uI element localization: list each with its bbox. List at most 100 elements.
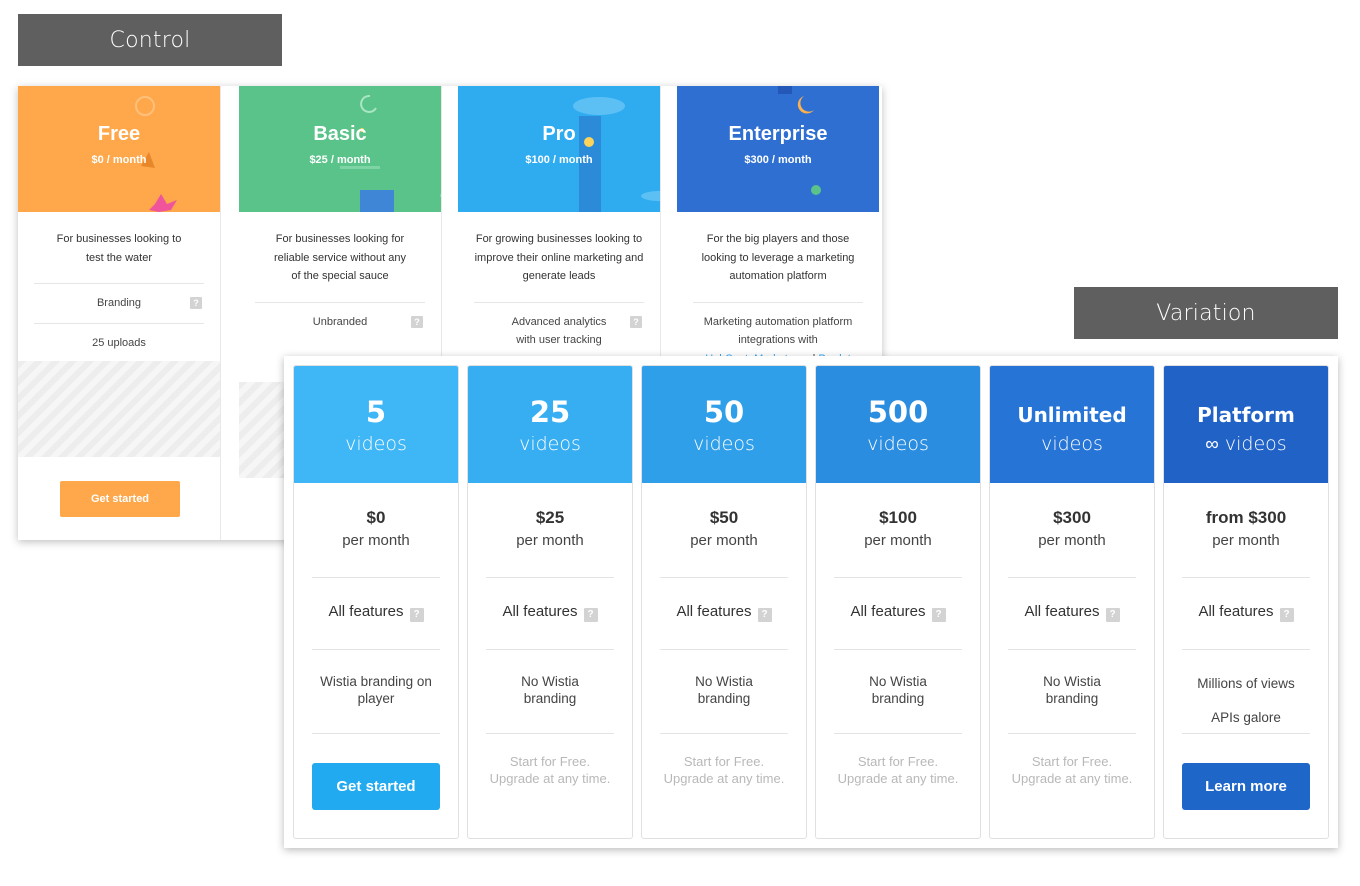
help-icon[interactable]: ? — [583, 608, 598, 622]
branding-note: No Wistia branding — [869, 674, 927, 706]
apis-galore: APIs galore — [1211, 710, 1281, 725]
divider — [474, 301, 644, 303]
price-amount: $25 — [535, 508, 565, 527]
divider — [34, 283, 204, 284]
variation-pricing-table: 5 videos $0 per month All features? Wist… — [284, 356, 1338, 848]
plan-unit: ∞ videos — [1205, 433, 1287, 455]
feature-label: All features — [1024, 603, 1100, 620]
feature-label: Branding — [96, 297, 142, 309]
divider — [312, 577, 440, 578]
plan-header: Platform ∞ videos — [1164, 366, 1328, 483]
plan-header-free: Free $0 / month — [18, 86, 220, 212]
branding-note: No Wistia branding — [1043, 674, 1101, 706]
decorative-shapes-icon — [573, 97, 660, 212]
plan-unit: videos — [345, 433, 407, 455]
branding-note: No Wistia branding — [695, 674, 753, 706]
plan-name: Enterprise — [728, 123, 828, 145]
divider — [255, 301, 425, 303]
price-amount: $300 — [1053, 508, 1091, 527]
divider — [486, 577, 614, 578]
column-separator — [441, 86, 442, 540]
price-period: per month — [516, 532, 584, 549]
plan-name: Basic — [313, 123, 367, 145]
feature-branding: Branding ? — [18, 284, 220, 313]
plan-price: $0 per month — [294, 483, 458, 553]
plan-header-pro: Pro $100 / month — [458, 86, 660, 212]
plan-unit: videos — [693, 433, 755, 455]
plan-price: $0 / month — [91, 154, 147, 166]
plan-description: For the big players and those looking to… — [701, 233, 855, 282]
price-amount: from $300 — [1205, 508, 1287, 527]
divider — [1182, 733, 1310, 734]
plan-price: $25 per month — [468, 483, 632, 553]
divider — [834, 649, 962, 650]
divider — [1008, 733, 1136, 734]
help-icon[interactable]: ? — [411, 315, 423, 328]
feature-uploads: 25 uploads — [92, 336, 146, 349]
plan-header: 500 videos — [816, 366, 980, 483]
help-icon[interactable]: ? — [757, 608, 772, 622]
price-period: per month — [1038, 532, 1106, 549]
start-free-note: Start for Free. Upgrade at any time. — [489, 754, 611, 786]
divider — [660, 733, 788, 734]
plan-unit: videos — [519, 433, 581, 455]
divider — [312, 649, 440, 650]
help-icon[interactable]: ? — [1279, 608, 1294, 622]
help-icon[interactable]: ? — [931, 608, 946, 622]
plan-price: $50 per month — [642, 483, 806, 553]
divider — [693, 301, 863, 303]
plan-price: $100 / month — [525, 154, 593, 166]
divider — [486, 649, 614, 650]
divider — [486, 733, 614, 734]
plan-card-500-videos: 500 videos $100 per month All features? … — [815, 365, 981, 839]
feature-analytics: Advanced analytics with user tracking ? — [458, 303, 660, 350]
feature-label: All features — [502, 603, 578, 620]
millions-of-views: Millions of views — [1197, 676, 1295, 691]
get-started-button[interactable]: Get started — [312, 763, 440, 810]
feature-label: All features — [1198, 603, 1274, 620]
decorative-shapes-icon — [340, 94, 441, 212]
branding-note: Wistia branding on player — [320, 674, 432, 706]
plan-header-basic: Basic $25 / month — [239, 86, 441, 212]
platform-extras: Millions of views APIs galore — [1174, 667, 1318, 735]
divider — [1008, 649, 1136, 650]
plan-quota: Unlimited — [1017, 403, 1127, 427]
plan-unit: videos — [867, 433, 929, 455]
plan-unit: videos — [1041, 433, 1103, 455]
help-icon[interactable]: ? — [409, 608, 424, 622]
start-free-note: Start for Free. Upgrade at any time. — [837, 754, 959, 786]
plan-price: $25 / month — [309, 154, 371, 166]
all-features: All features? — [990, 603, 1154, 622]
all-features: All features? — [294, 603, 458, 622]
control-pricing-table: Free $0 / month For businesses looking t… — [18, 86, 882, 540]
plan-description: For businesses looking to test the water — [56, 233, 182, 264]
feature-label: Marketing automation platform integratio… — [703, 315, 853, 347]
feature-label: Unbranded — [312, 315, 368, 328]
plan-name: Free — [97, 123, 141, 145]
plan-quota: 25 — [529, 395, 571, 429]
control-label: Control — [18, 14, 282, 66]
plan-price: $300 per month — [990, 483, 1154, 553]
divider — [834, 577, 962, 578]
divider — [1008, 577, 1136, 578]
help-icon[interactable]: ? — [190, 297, 202, 309]
all-features: All features? — [1164, 603, 1328, 622]
get-started-button[interactable]: Get started — [60, 481, 180, 517]
help-icon[interactable]: ? — [630, 315, 642, 328]
feature-label: All features — [676, 603, 752, 620]
control-plan-pro: Pro $100 / month For growing businesses … — [458, 86, 660, 540]
decorative-shapes-icon — [778, 86, 821, 195]
divider — [660, 649, 788, 650]
divider — [312, 733, 440, 734]
help-icon[interactable]: ? — [1105, 608, 1120, 622]
empty-feature-area — [18, 361, 220, 457]
all-features: All features? — [642, 603, 806, 622]
divider — [1182, 577, 1310, 578]
feature-label: All features — [328, 603, 404, 620]
plan-header: 50 videos — [642, 366, 806, 483]
learn-more-button[interactable]: Learn more — [1182, 763, 1310, 810]
price-period: per month — [864, 532, 932, 549]
column-separator — [220, 86, 221, 540]
plan-header: Unlimited videos — [990, 366, 1154, 483]
price-amount: $100 — [879, 508, 917, 527]
